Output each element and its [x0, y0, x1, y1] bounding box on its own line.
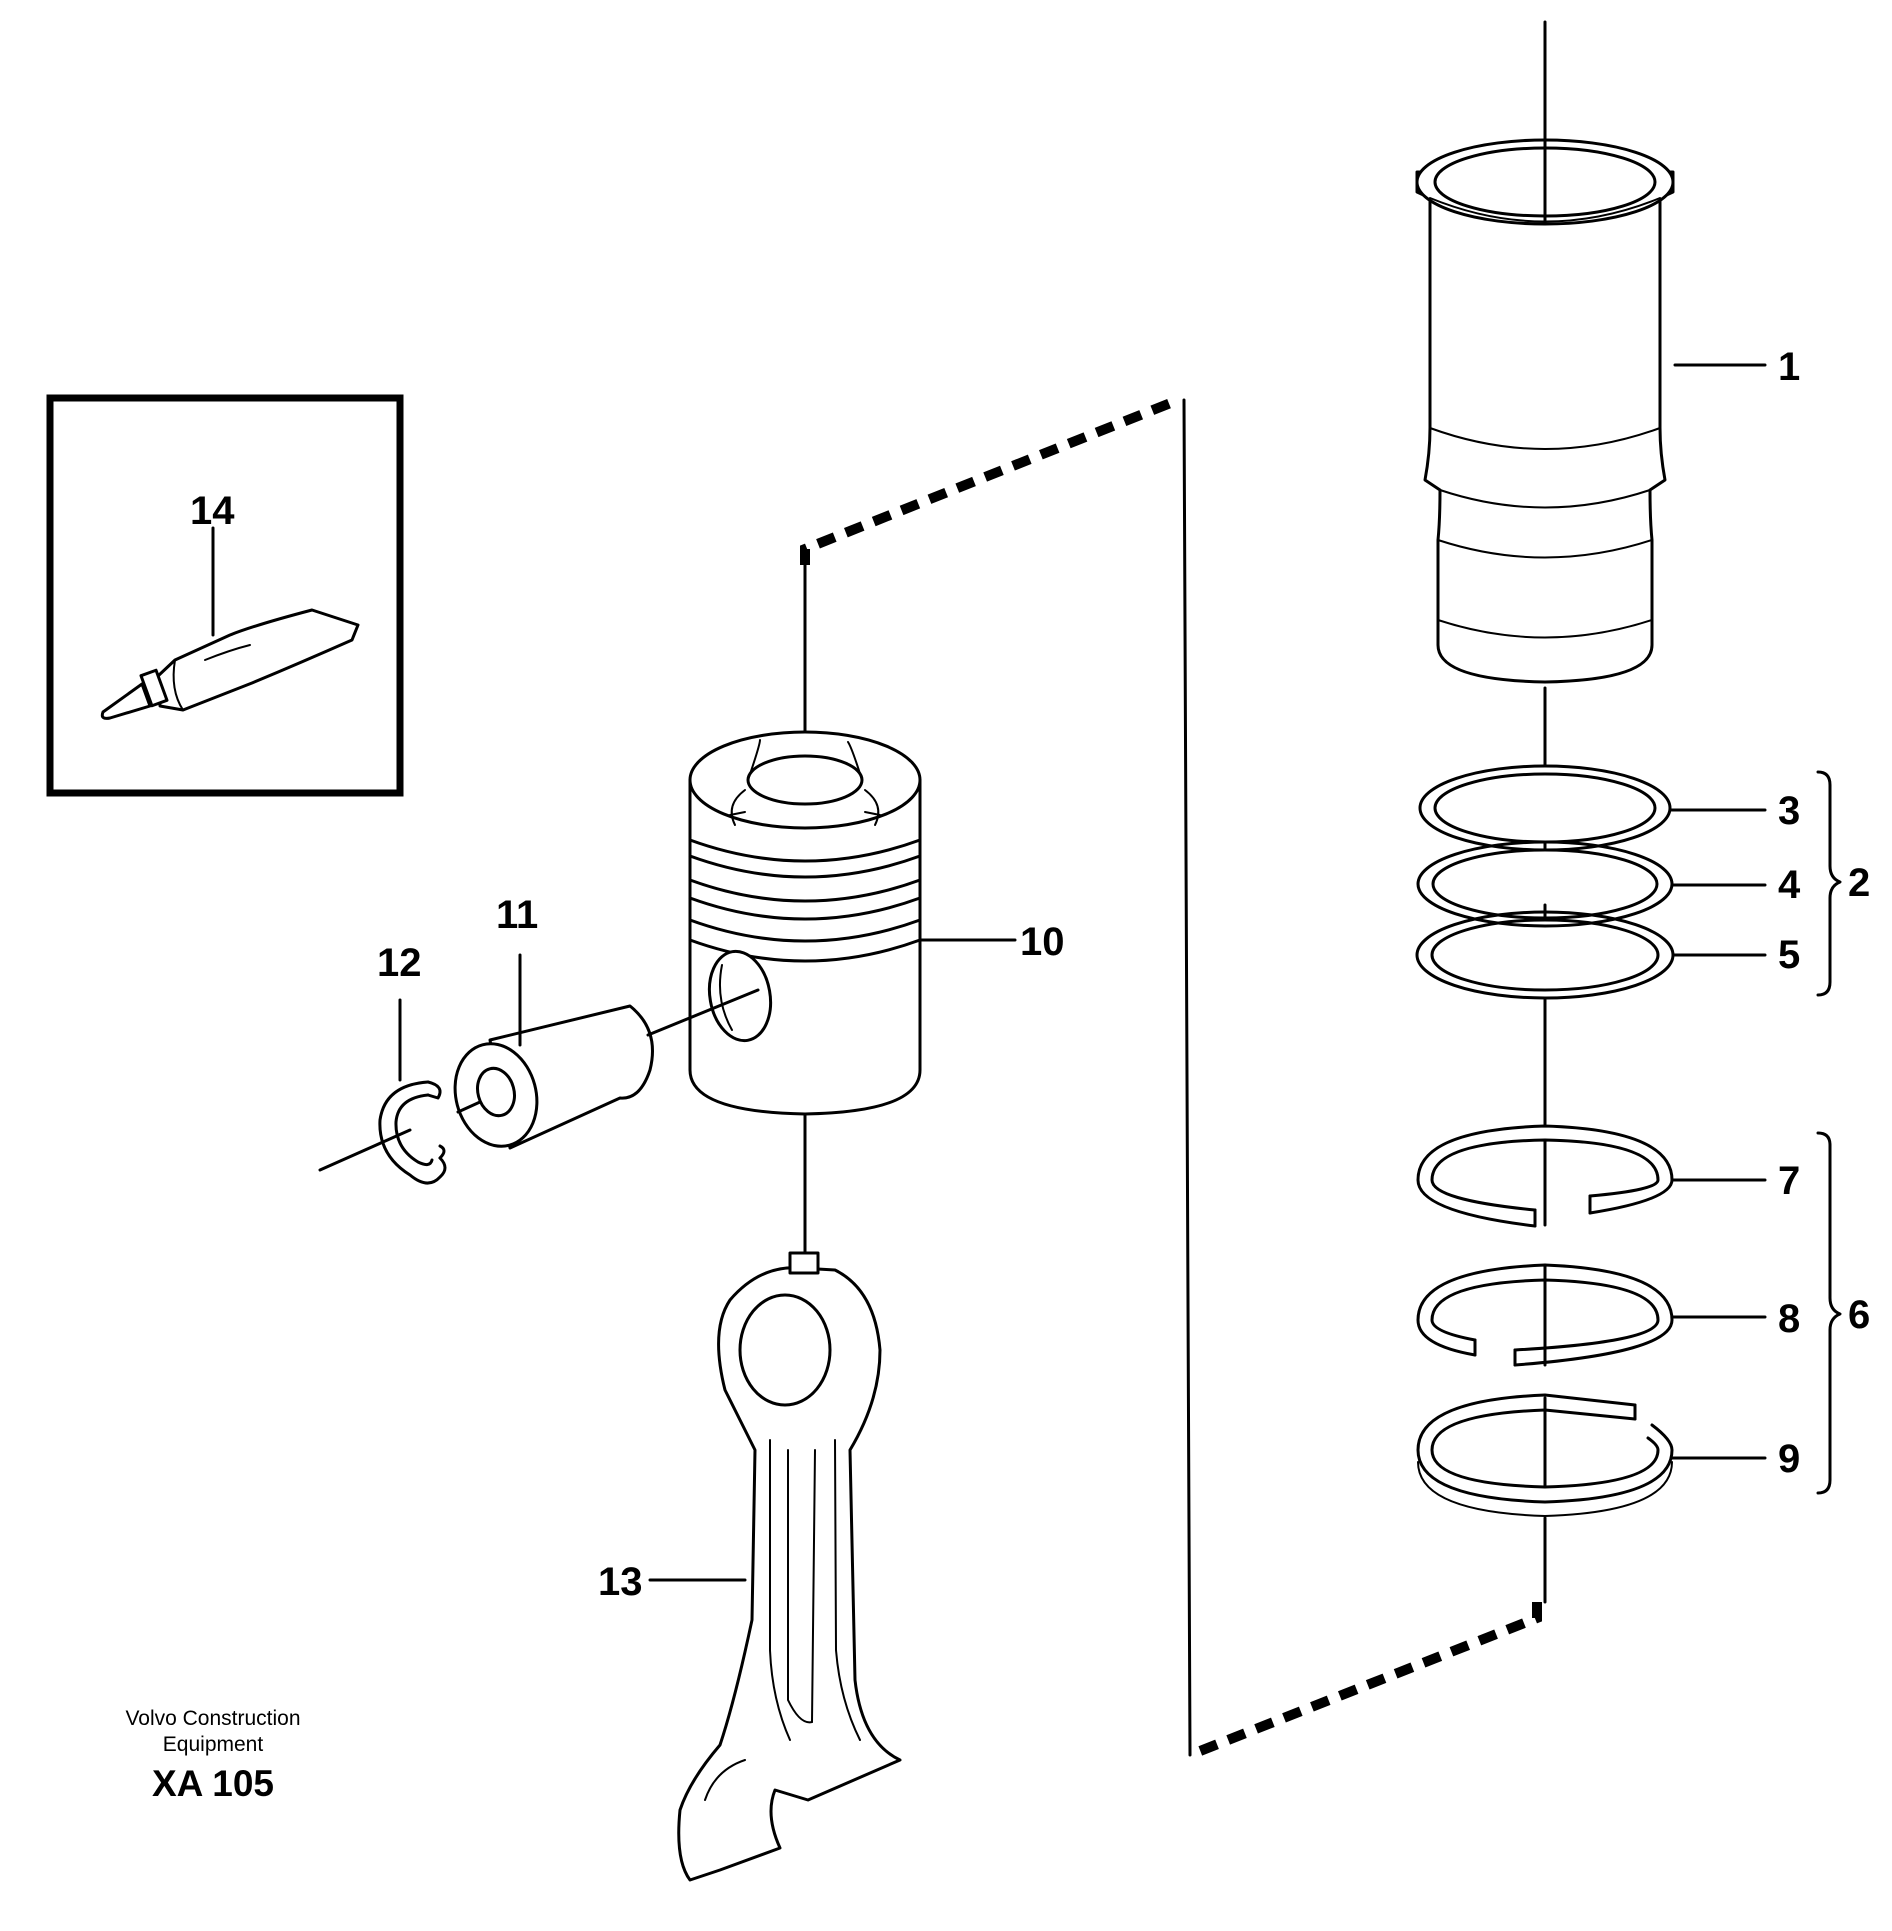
callout-12: 12	[377, 941, 422, 985]
inset-box	[46, 394, 404, 797]
drawing-footer: Volvo Construction Equipment XA 105	[125, 1707, 300, 1804]
maker-line-1: Volvo Construction	[125, 1707, 300, 1730]
maker-line-2: Equipment	[163, 1733, 264, 1756]
callout-8: 8	[1778, 1297, 1800, 1341]
callout-1: 1	[1778, 345, 1800, 389]
drawing-number: XA 105	[152, 1763, 274, 1804]
callout-11: 11	[496, 893, 538, 937]
callout-13: 13	[598, 1560, 643, 1604]
connecting-rod	[677, 1251, 902, 1882]
group-braces	[1816, 770, 1842, 1495]
piston-pin	[453, 988, 760, 1150]
sealant-tube-icon	[100, 608, 360, 720]
leader-lines	[398, 363, 1767, 1582]
callout-7: 7	[1778, 1159, 1800, 1203]
callout-5: 5	[1778, 933, 1800, 977]
callout-3: 3	[1778, 789, 1800, 833]
piston	[688, 730, 922, 1255]
callout-10: 10	[1020, 920, 1065, 964]
callout-labels: 1 2 3 4 5 6 7 8 9 10 11 12 13 14	[190, 345, 1870, 1604]
callout-14: 14	[190, 489, 235, 533]
piston-rings	[1416, 1124, 1674, 1518]
callout-4: 4	[1778, 863, 1801, 907]
callout-2: 2	[1848, 861, 1870, 905]
liner-seal-rings	[1415, 764, 1675, 1000]
callout-9: 9	[1778, 1437, 1800, 1481]
circlip	[318, 1080, 482, 1185]
callout-6: 6	[1848, 1293, 1870, 1337]
cylinder-liner	[1415, 20, 1675, 684]
dashed-assembly-path	[800, 395, 1542, 1760]
